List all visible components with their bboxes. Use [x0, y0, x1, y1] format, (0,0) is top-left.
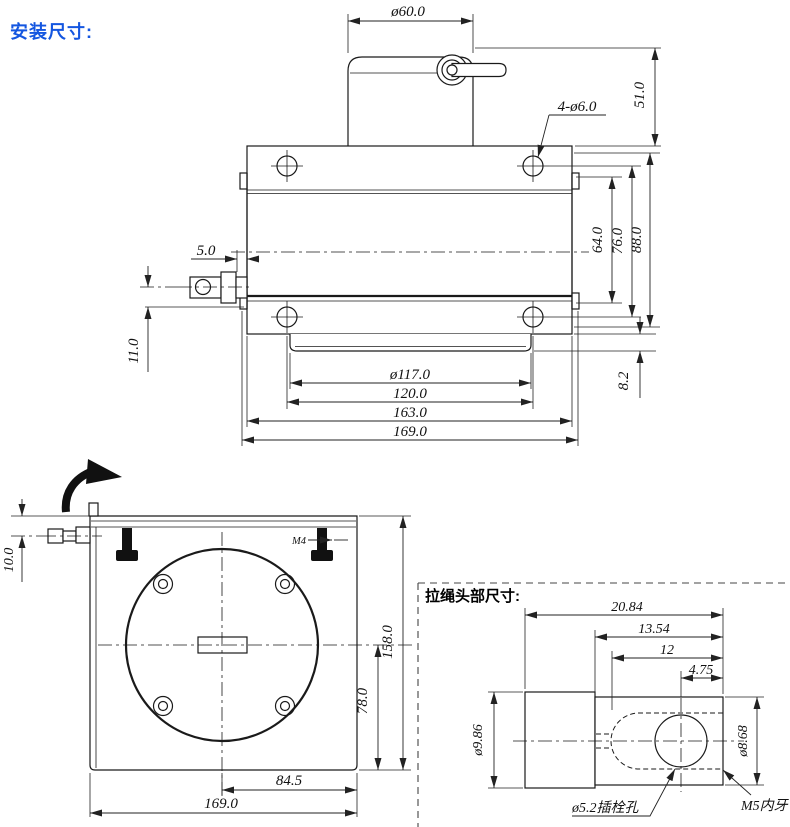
dim-overall-height: 158.0 [380, 625, 396, 659]
circle-screw-holes [152, 573, 296, 717]
front-view: ø60.0 51.0 4-ø6.0 5.0 11 [126, 4, 661, 446]
dim-head-slot-length: 12 [660, 643, 674, 658]
corner-bracket [88, 502, 99, 517]
dim-head-overall-length: 20.84 [611, 600, 643, 615]
mount-hole [271, 150, 303, 182]
head-detail-dimensions: 20.84 13.54 12 4.75 ø9.86 ø8.68 [471, 600, 790, 817]
dim-body-height: 88.0 [629, 226, 645, 253]
bottom-boss [289, 334, 532, 352]
cable-gland [436, 54, 507, 86]
bottom-view: M4 [2, 499, 412, 817]
dim-hole-pitch-h: 120.0 [393, 386, 427, 402]
head-tip-block [524, 691, 596, 789]
label-thread: M5内牙 [740, 798, 790, 814]
dim-center-to-edge-v: 78.0 [355, 687, 371, 714]
bottom-view-dimensions: 10.0 158.0 78.0 84.5 169.0 [2, 499, 411, 817]
flange-plate [246, 145, 573, 335]
dim-head-tip-diameter: ø9.86 [471, 724, 486, 757]
dim-head-body-diameter: ø8.68 [736, 725, 751, 758]
dim-head-body-length: 13.54 [638, 622, 670, 637]
dim-head-hole-offset: 4.75 [689, 663, 714, 678]
dim-cable-height: 51.0 [632, 81, 648, 108]
page-title: 安装尺寸: [10, 22, 93, 42]
mount-hole [517, 150, 549, 182]
head-detail-panel: 拉绳头部尺寸: 20.84 13.54 [417, 582, 790, 827]
dim-mount-holes: 4-ø6.0 [558, 99, 597, 115]
dim-body-width: 163.0 [393, 405, 427, 421]
mounting-holes [271, 150, 549, 333]
label-m4-screw: M4 [291, 536, 307, 547]
dim-top-diameter: ø60.0 [390, 4, 425, 20]
dim-hole-pitch-v: 76.0 [610, 227, 626, 254]
rope-head-side [178, 271, 252, 304]
dim-overall-width: 169.0 [393, 424, 427, 440]
rotation-arrow-icon [61, 459, 122, 513]
dim-center-to-edge-h: 84.5 [276, 773, 303, 789]
rope-head-detail [513, 691, 744, 792]
end-cap-tabs [239, 172, 580, 310]
rope-head-end [42, 526, 102, 544]
label-pin-hole: ø5.2插栓孔 [571, 800, 639, 816]
mount-hole [517, 301, 549, 333]
dim-boss-height: 8.2 [616, 371, 632, 390]
dim-overall-width-bottom: 169.0 [204, 796, 238, 812]
hidden-slot [610, 712, 723, 770]
dim-rope-offset: 11.0 [126, 338, 142, 364]
cable [451, 62, 507, 78]
dim-boss-diameter: ø117.0 [389, 367, 431, 383]
front-view-dimensions: ø60.0 51.0 4-ø6.0 5.0 11 [126, 4, 661, 446]
head-panel-title: 拉绳头部尺寸: [425, 587, 520, 605]
dim-inner-height: 64.0 [590, 226, 606, 253]
dim-rope-offset-bottom: 10.0 [2, 548, 17, 573]
dim-rope-gap: 5.0 [197, 243, 216, 259]
mount-hole [271, 301, 303, 333]
